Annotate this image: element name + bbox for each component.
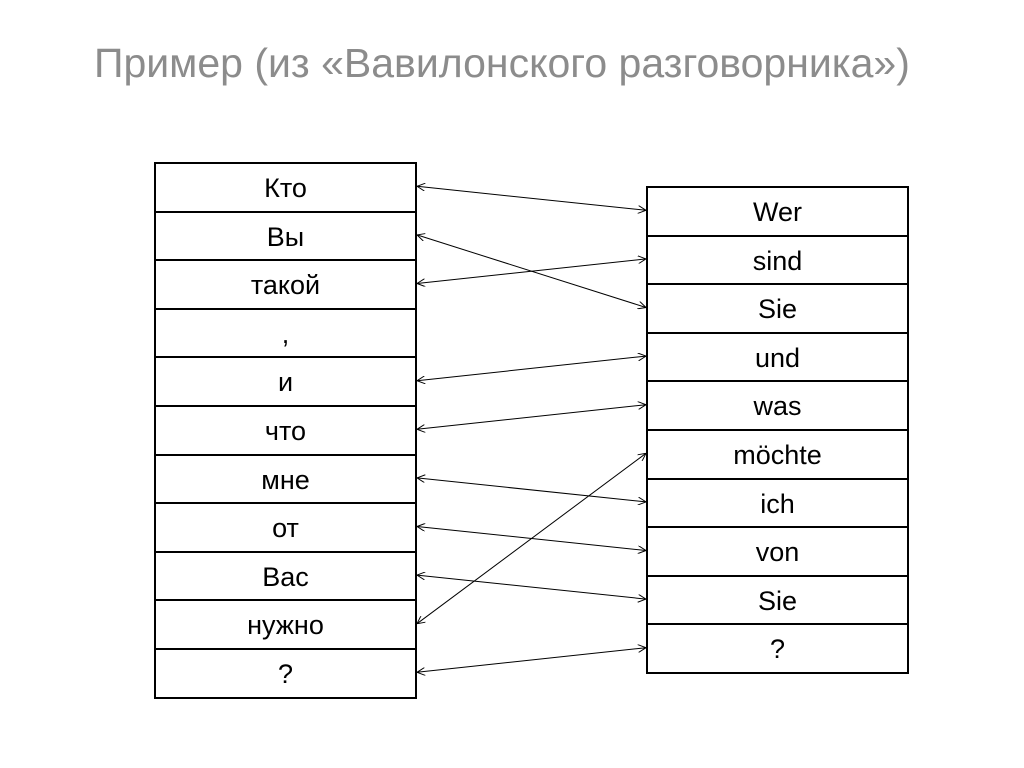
alignment-arrow — [417, 259, 646, 284]
russian-word-cell: Вас — [154, 552, 417, 602]
russian-word-cell: Кто — [154, 164, 417, 213]
russian-word-cell: нужно — [154, 601, 417, 650]
german-word-cell: und — [646, 333, 909, 383]
russian-word-cell: ? — [154, 649, 417, 699]
alignment-arrow — [417, 575, 646, 599]
german-word-cell: ich — [646, 479, 909, 529]
german-word-cell: was — [646, 382, 909, 431]
russian-word-cell: такой — [154, 261, 417, 310]
alignment-arrow — [417, 356, 646, 381]
russian-word-cell: от — [154, 504, 417, 553]
alignment-arrow — [417, 405, 646, 430]
russian-word-cell: что — [154, 406, 417, 456]
slide-title: Пример (из «Вавилонского разговорника») — [94, 40, 910, 86]
german-word-cell: Sie — [646, 285, 909, 334]
german-word-cell: Wer — [646, 188, 909, 237]
alignment-arrow — [417, 648, 646, 673]
alignment-arrow — [417, 453, 646, 623]
german-word-cell: Sie — [646, 576, 909, 626]
russian-word-cell: , — [154, 309, 417, 359]
alignment-arrow — [417, 186, 646, 210]
russian-word-cell: Вы — [154, 212, 417, 262]
german-word-cell: ? — [646, 625, 909, 674]
alignment-arrow — [417, 478, 646, 502]
russian-word-cell: мне — [154, 455, 417, 505]
russian-word-cell: и — [154, 358, 417, 407]
german-word-cell: von — [646, 528, 909, 577]
german-word-cell: möchte — [646, 430, 909, 480]
